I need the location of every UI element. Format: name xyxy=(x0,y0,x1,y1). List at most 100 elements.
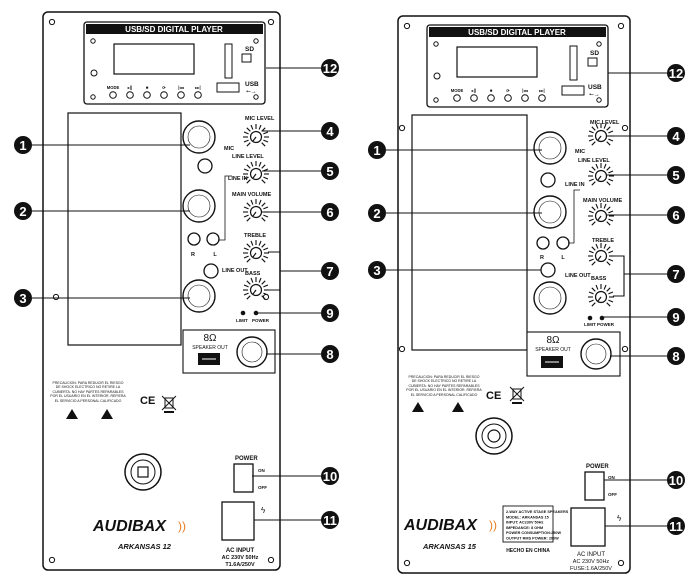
limit-led-2 xyxy=(587,315,593,321)
heatsink-area xyxy=(67,112,182,346)
player-button-label: MODE xyxy=(451,88,464,93)
mic-xlr-combo-jack-2[interactable] xyxy=(533,131,567,165)
callout-12: 12 xyxy=(667,64,685,82)
player-button-1[interactable]: ▸|| xyxy=(470,88,478,102)
ac-inlet-2[interactable] xyxy=(570,507,606,547)
player-title: USB/SD DIGITAL PLAYER xyxy=(125,25,223,34)
model-name-2: ARKANSAS 15 xyxy=(422,542,477,551)
callout-number: 1 xyxy=(373,143,380,158)
sd-card-slot[interactable] xyxy=(224,43,233,79)
line-out-label: LINE OUT xyxy=(222,268,248,274)
callout-2: 2 xyxy=(14,202,32,220)
warning-triangle-icon-3 xyxy=(412,402,424,412)
player-button-label: ▸▸| xyxy=(194,85,200,90)
ac-voltage-label-2: AC 230V 50Hz xyxy=(573,559,610,565)
usb-port[interactable] xyxy=(216,82,240,93)
callout-number: 2 xyxy=(19,204,26,219)
player-button-4[interactable]: |◂◂ xyxy=(177,85,185,99)
on-label: ON xyxy=(258,468,265,473)
mic-jack-small[interactable] xyxy=(197,158,213,174)
callout-9: 9 xyxy=(321,304,339,322)
limit-label-2: LIMIT xyxy=(584,322,596,327)
sd-card-slot-2[interactable] xyxy=(569,45,578,81)
player-button-3[interactable]: ⟳ xyxy=(160,85,168,99)
callout-number: 1 xyxy=(19,138,26,153)
main-volume-label: MAIN VOLUME xyxy=(232,192,271,198)
callout-8: 8 xyxy=(321,345,339,363)
callout-10: 10 xyxy=(667,471,685,489)
player-button-2[interactable]: ■ xyxy=(143,85,151,99)
mic-jack-small-2[interactable] xyxy=(540,172,556,188)
player-button-0[interactable]: MODE xyxy=(451,88,464,102)
ac-inlet[interactable] xyxy=(221,501,255,541)
speakon-jack-2[interactable] xyxy=(580,338,612,370)
sd-label-2: SD xyxy=(590,50,599,57)
line-xlr-jack[interactable] xyxy=(182,189,216,223)
power-led-2 xyxy=(599,315,605,321)
line-out-xlr-jack[interactable] xyxy=(182,279,216,313)
player-button-5[interactable]: ▸▸| xyxy=(194,85,202,99)
player-button-2[interactable]: ■ xyxy=(487,88,495,102)
callout-number: 9 xyxy=(672,310,679,325)
player-button-4[interactable]: |◂◂ xyxy=(521,88,529,102)
callout-number: 6 xyxy=(672,208,679,223)
ac-voltage-label: AC 230V 50Hz xyxy=(222,555,259,561)
callout-number: 10 xyxy=(323,469,337,484)
off-label-2: OFF xyxy=(608,492,617,497)
spec-line: INPUT: AC230V 50Hz xyxy=(506,521,544,525)
callout-number: 12 xyxy=(669,66,683,81)
line-xlr-jack-2[interactable] xyxy=(533,195,567,229)
power-switch-2[interactable] xyxy=(584,471,605,501)
rca-left-jack-2[interactable] xyxy=(556,236,570,250)
player-button-label: |◂◂ xyxy=(522,88,528,93)
rca-left-jack[interactable] xyxy=(206,232,220,246)
player-button-label: ■ xyxy=(490,88,493,93)
usb-symbol-icon-2: ⭠→ xyxy=(589,92,600,98)
player-button-label: ■ xyxy=(146,85,149,90)
callout-number: 5 xyxy=(672,168,679,183)
line-out-jack[interactable] xyxy=(203,263,219,279)
mic-xlr-combo-jack[interactable] xyxy=(182,120,216,154)
callout-number: 11 xyxy=(669,519,683,534)
speakon-jack[interactable] xyxy=(236,336,268,368)
callout-3: 3 xyxy=(14,289,32,307)
callout-number: 3 xyxy=(373,263,380,278)
power-switch[interactable] xyxy=(233,463,254,493)
rca-right-jack[interactable] xyxy=(187,232,201,246)
player-button-5[interactable]: ▸▸| xyxy=(538,88,546,102)
player-button-0[interactable]: MODE xyxy=(107,85,120,99)
callout-number: 8 xyxy=(672,349,679,364)
sd-label: SD xyxy=(245,46,254,53)
callout-11: 11 xyxy=(321,511,339,529)
on-label-2: ON xyxy=(608,475,615,480)
heatsink-area-2 xyxy=(411,114,528,351)
rca-right-jack-2[interactable] xyxy=(536,236,550,250)
callout-3: 3 xyxy=(368,261,386,279)
power-label-2: POWER xyxy=(586,464,609,470)
line-out-xlr-jack-2[interactable] xyxy=(533,281,567,315)
line-out-jack-2[interactable] xyxy=(540,262,556,278)
rca-r-label-2: R xyxy=(540,255,544,261)
player-button-3[interactable]: ⟳ xyxy=(504,88,512,102)
brand-waves-icon: )) xyxy=(178,519,186,533)
callout-number: 9 xyxy=(326,306,333,321)
callout-10: 10 xyxy=(321,467,339,485)
usb-label-2: USB xyxy=(588,84,602,91)
usb-port-2[interactable] xyxy=(561,85,585,96)
weee-bin-icon xyxy=(161,395,177,413)
pole-mount-2 xyxy=(475,417,513,455)
callout-number: 8 xyxy=(326,347,333,362)
callout-4: 4 xyxy=(321,122,339,140)
player-button-1[interactable]: ▸|| xyxy=(126,85,134,99)
power-led-label-2: POWER xyxy=(597,322,615,327)
power-led xyxy=(253,310,259,316)
main-volume-label-2: MAIN VOLUME xyxy=(583,198,622,204)
ce-mark: CE xyxy=(140,395,155,407)
sd-card-icon-2 xyxy=(587,57,598,67)
brand-waves-icon-2: )) xyxy=(489,518,497,532)
made-in-label: HECHO EN CHINA xyxy=(506,548,550,554)
callout-5: 5 xyxy=(321,162,339,180)
player-button-label: ▸|| xyxy=(471,88,476,93)
